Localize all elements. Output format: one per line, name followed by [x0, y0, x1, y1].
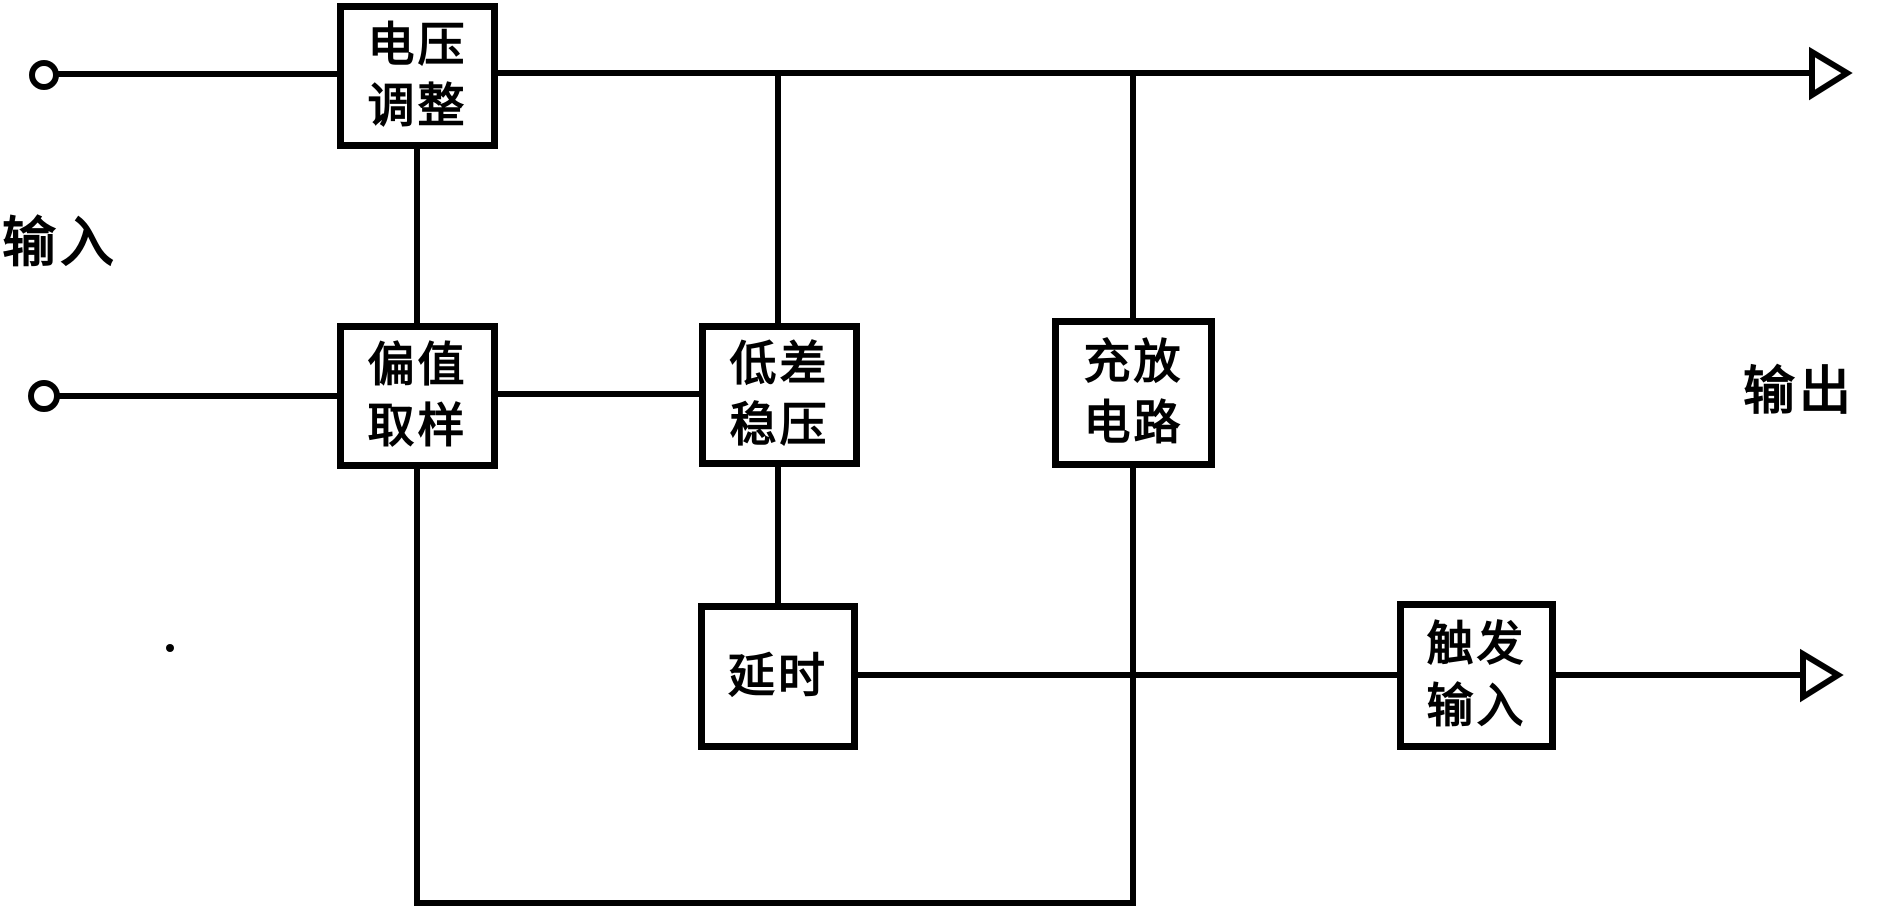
block-low-dropout-regulator: 低差 稳压	[699, 323, 860, 467]
block-trigger-input: 触发 输入	[1397, 601, 1556, 750]
block-trigger-input-label: 触发 输入	[1426, 617, 1527, 734]
block-delay: 延时	[698, 603, 858, 750]
block-delay-label: 延时	[728, 648, 828, 704]
output-arrow-bottom-icon	[1800, 648, 1844, 703]
wire-bottom-loop	[414, 466, 1136, 906]
scan-dot	[166, 644, 174, 652]
block-voltage-adjust: 电压 调整	[337, 3, 498, 149]
output-arrow-top-icon	[1809, 46, 1853, 101]
block-voltage-adjust-label: 电压 调整	[367, 17, 468, 134]
input-label: 输入	[2, 211, 118, 274]
block-bias-sampling: 偏值 取样	[337, 323, 498, 469]
block-bias-sampling-label: 偏值 取样	[367, 337, 468, 454]
block-charge-discharge-circuit: 充放 电路	[1052, 318, 1215, 468]
output-label: 输出	[1743, 362, 1856, 422]
input-terminal-top-icon	[29, 60, 59, 90]
input-terminal-bottom-icon	[28, 380, 60, 412]
block-charge-discharge-circuit-label: 充放 电路	[1083, 334, 1184, 451]
block-low-dropout-regulator-label: 低差 稳压	[729, 336, 830, 453]
